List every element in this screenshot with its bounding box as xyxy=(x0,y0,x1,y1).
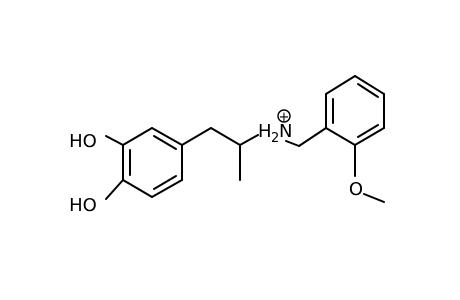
ammonium-label: H 2 N + xyxy=(258,109,292,146)
bond-chain-2 xyxy=(210,127,241,146)
bond-n-ch2 xyxy=(285,140,300,147)
hydroxyl-bottom-label: HO xyxy=(69,195,97,216)
catechol-ring xyxy=(122,127,183,198)
charge-circle xyxy=(277,109,291,123)
methoxyphenyl-ring xyxy=(325,75,385,146)
bond-o-methyl xyxy=(363,193,385,203)
bond-ring2-b xyxy=(325,75,356,95)
bond-ring1-double-2 xyxy=(153,175,177,190)
bond-ring1-a xyxy=(151,127,183,146)
bond-oh-bottom xyxy=(105,179,124,200)
bond-ring2-double-2 xyxy=(357,83,379,98)
hydroxyl-top-label: HO xyxy=(69,131,97,152)
bond-ring2-double-3 xyxy=(357,124,379,138)
bond-ring2-f xyxy=(325,127,356,146)
ammonium-subscript-label: 2 xyxy=(271,131,279,146)
charge-label: + xyxy=(279,110,290,125)
bond-ring1-c xyxy=(151,179,183,198)
bond-oh-top xyxy=(105,135,124,146)
bond-ring1-d xyxy=(122,179,153,198)
bond-ring1-double-1 xyxy=(153,135,177,150)
bond-chain-1 xyxy=(181,127,212,146)
bond-ch2-ring xyxy=(298,127,327,147)
bond-ring2-e xyxy=(354,127,385,146)
bond-chain-n xyxy=(239,134,259,146)
propyl-chain xyxy=(181,127,259,181)
methoxy-o-label: O xyxy=(349,179,363,200)
bond-ring1-f xyxy=(122,127,153,146)
ammonium-n-label: N xyxy=(279,121,292,142)
ammonium-h-label: H xyxy=(258,121,272,142)
bond-ring2-c xyxy=(354,75,385,95)
